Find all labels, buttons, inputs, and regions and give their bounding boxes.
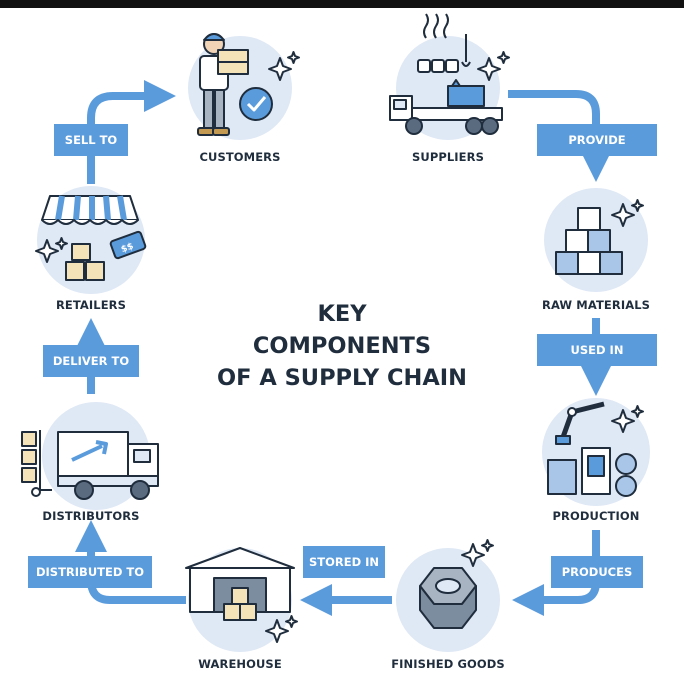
truck-with-crane-icon xyxy=(389,13,510,135)
label-customers: CUSTOMERS xyxy=(199,150,281,164)
market-stall-icon: $$ xyxy=(35,195,147,281)
title-line-2: COMPONENTS xyxy=(252,333,432,359)
delivery-truck-icon xyxy=(21,430,159,500)
edge-label-used-in: USED IN xyxy=(537,334,657,366)
customer-holding-box-icon xyxy=(197,33,300,136)
diagram-title: KEY COMPONENTS OF A SUPPLY CHAIN xyxy=(192,298,492,394)
robotic-arm-factory-icon xyxy=(547,401,644,497)
arrow-sell-to xyxy=(87,80,176,184)
warehouse-building-icon xyxy=(185,547,298,643)
title-line-1: KEY xyxy=(317,301,367,327)
edge-label-sell-to: SELL TO xyxy=(54,124,128,156)
label-finished-goods: FINISHED GOODS xyxy=(391,657,505,671)
label-retailers: RETAILERS xyxy=(55,298,127,312)
stacked-cubes-icon xyxy=(555,199,644,275)
label-suppliers: SUPPLIERS xyxy=(412,150,484,164)
svg-text:$$: $$ xyxy=(120,242,135,256)
top-bar xyxy=(0,0,684,8)
label-raw-materials: RAW MATERIALS xyxy=(541,298,651,312)
label-production: PRODUCTION xyxy=(552,509,640,523)
edge-label-deliver-to: DELIVER TO xyxy=(43,345,139,377)
edge-label-produces: PRODUCES xyxy=(551,556,643,588)
edge-label-distributed-to: DISTRIBUTED TO xyxy=(28,556,152,588)
label-distributors: DISTRIBUTORS xyxy=(42,509,140,523)
title-line-3: OF A SUPPLY CHAIN xyxy=(217,365,467,391)
arrow-provide xyxy=(508,90,612,182)
edge-label-provide: PROVIDE xyxy=(537,124,657,156)
label-warehouse: WAREHOUSE xyxy=(198,657,282,671)
hex-nut-icon xyxy=(419,539,494,629)
edge-label-stored-in: STORED IN xyxy=(303,546,385,578)
